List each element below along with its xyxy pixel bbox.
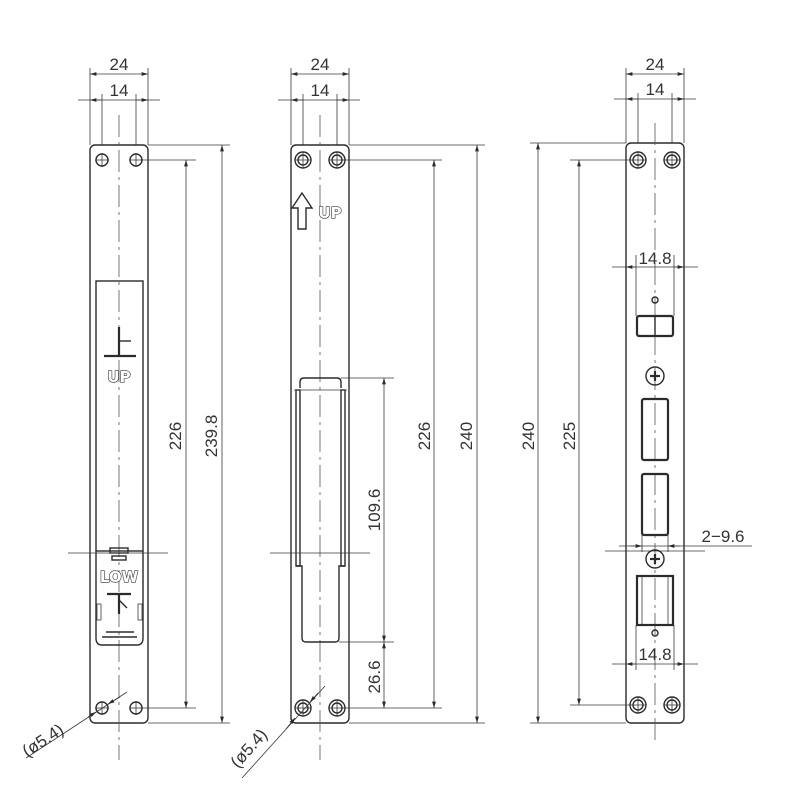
dim-latch-width-bottom: 14.8: [638, 645, 671, 664]
dim-height-total: 240: [519, 422, 538, 450]
dim-hole-diameter: (ø5.4): [227, 725, 271, 771]
low-mark-icon: [107, 592, 131, 614]
deadbolt-window: [635, 574, 675, 627]
view-middle: 24 14 UP 109.6: [227, 55, 485, 779]
dim-width-holes: 14: [311, 81, 330, 100]
dim-width-outer: 24: [311, 55, 330, 74]
view-right: 24 14 14.8: [519, 55, 752, 745]
dim-height-holes: 225: [560, 422, 579, 450]
low-label: LOW: [100, 568, 139, 586]
up-arrow-icon: [290, 191, 314, 230]
dim-hole-diameter: (ø5.4): [19, 720, 67, 761]
up-mark-icon: [104, 327, 136, 358]
view-left: 24 14 UP LOW: [19, 55, 230, 761]
dim-slot-length: 109.6: [365, 489, 384, 532]
dim-height-total: 240: [457, 422, 476, 450]
dim-height-holes: 226: [415, 422, 434, 450]
dim-width-holes: 14: [646, 80, 665, 99]
screw-icon: [645, 366, 665, 386]
dim-slot-offset: 26.6: [365, 660, 384, 693]
dim-width-holes: 14: [110, 81, 129, 100]
screw-icon: [645, 549, 665, 569]
case-outline: [95, 280, 144, 552]
bolt-window: [640, 472, 670, 537]
dim-latch-width-top: 14.8: [638, 249, 671, 268]
dim-width-outer: 24: [646, 55, 665, 74]
mounting-hole-icon: [95, 153, 143, 715]
up-label: UP: [107, 368, 130, 386]
dim-width-outer: 24: [110, 55, 129, 74]
dim-bolt-spec: 2−9.6: [701, 527, 744, 546]
up-label: UP: [318, 204, 341, 222]
bolt-window: [640, 397, 670, 462]
dim-height-holes: 226: [166, 422, 185, 450]
slot-outline: [294, 377, 347, 643]
dim-height-total: 239.8: [202, 415, 221, 458]
